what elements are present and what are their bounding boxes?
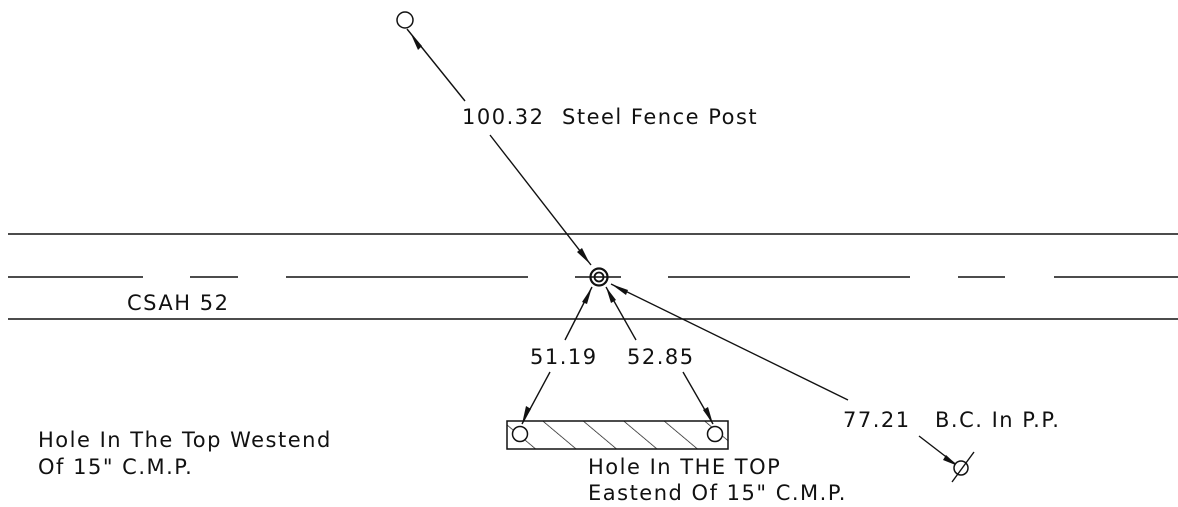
tie-label-bc-pp: 77.21 B.C. In P.P. bbox=[843, 408, 1060, 432]
culvert-east-hole-icon bbox=[706, 425, 724, 443]
tie-line-west-hole bbox=[521, 286, 593, 425]
road-label: CSAH 52 bbox=[127, 291, 229, 315]
tie-label-east-hole: Hole In THE TOP Eastend Of 15" C.M.P. bbox=[588, 455, 847, 505]
fence-post-icon bbox=[396, 11, 414, 29]
tie-label-west-distance: 51.19 bbox=[530, 345, 598, 369]
culvert-west-hole-icon bbox=[511, 425, 529, 443]
tie-label-west-hole: Hole In The Top Westend Of 15" C.M.P. bbox=[38, 428, 340, 479]
tie-line-fence-post bbox=[406, 28, 592, 266]
tie-line-bc-pp bbox=[610, 283, 959, 467]
control-point-icon bbox=[589, 267, 609, 287]
tie-label-fence-post: 100.32 Steel Fence Post bbox=[462, 105, 758, 129]
tie-label-east-distance: 52.85 bbox=[627, 345, 695, 369]
tie-line-east-hole bbox=[605, 286, 714, 425]
culvert-pipe bbox=[506, 420, 729, 450]
bc-pp-icon bbox=[951, 451, 975, 483]
